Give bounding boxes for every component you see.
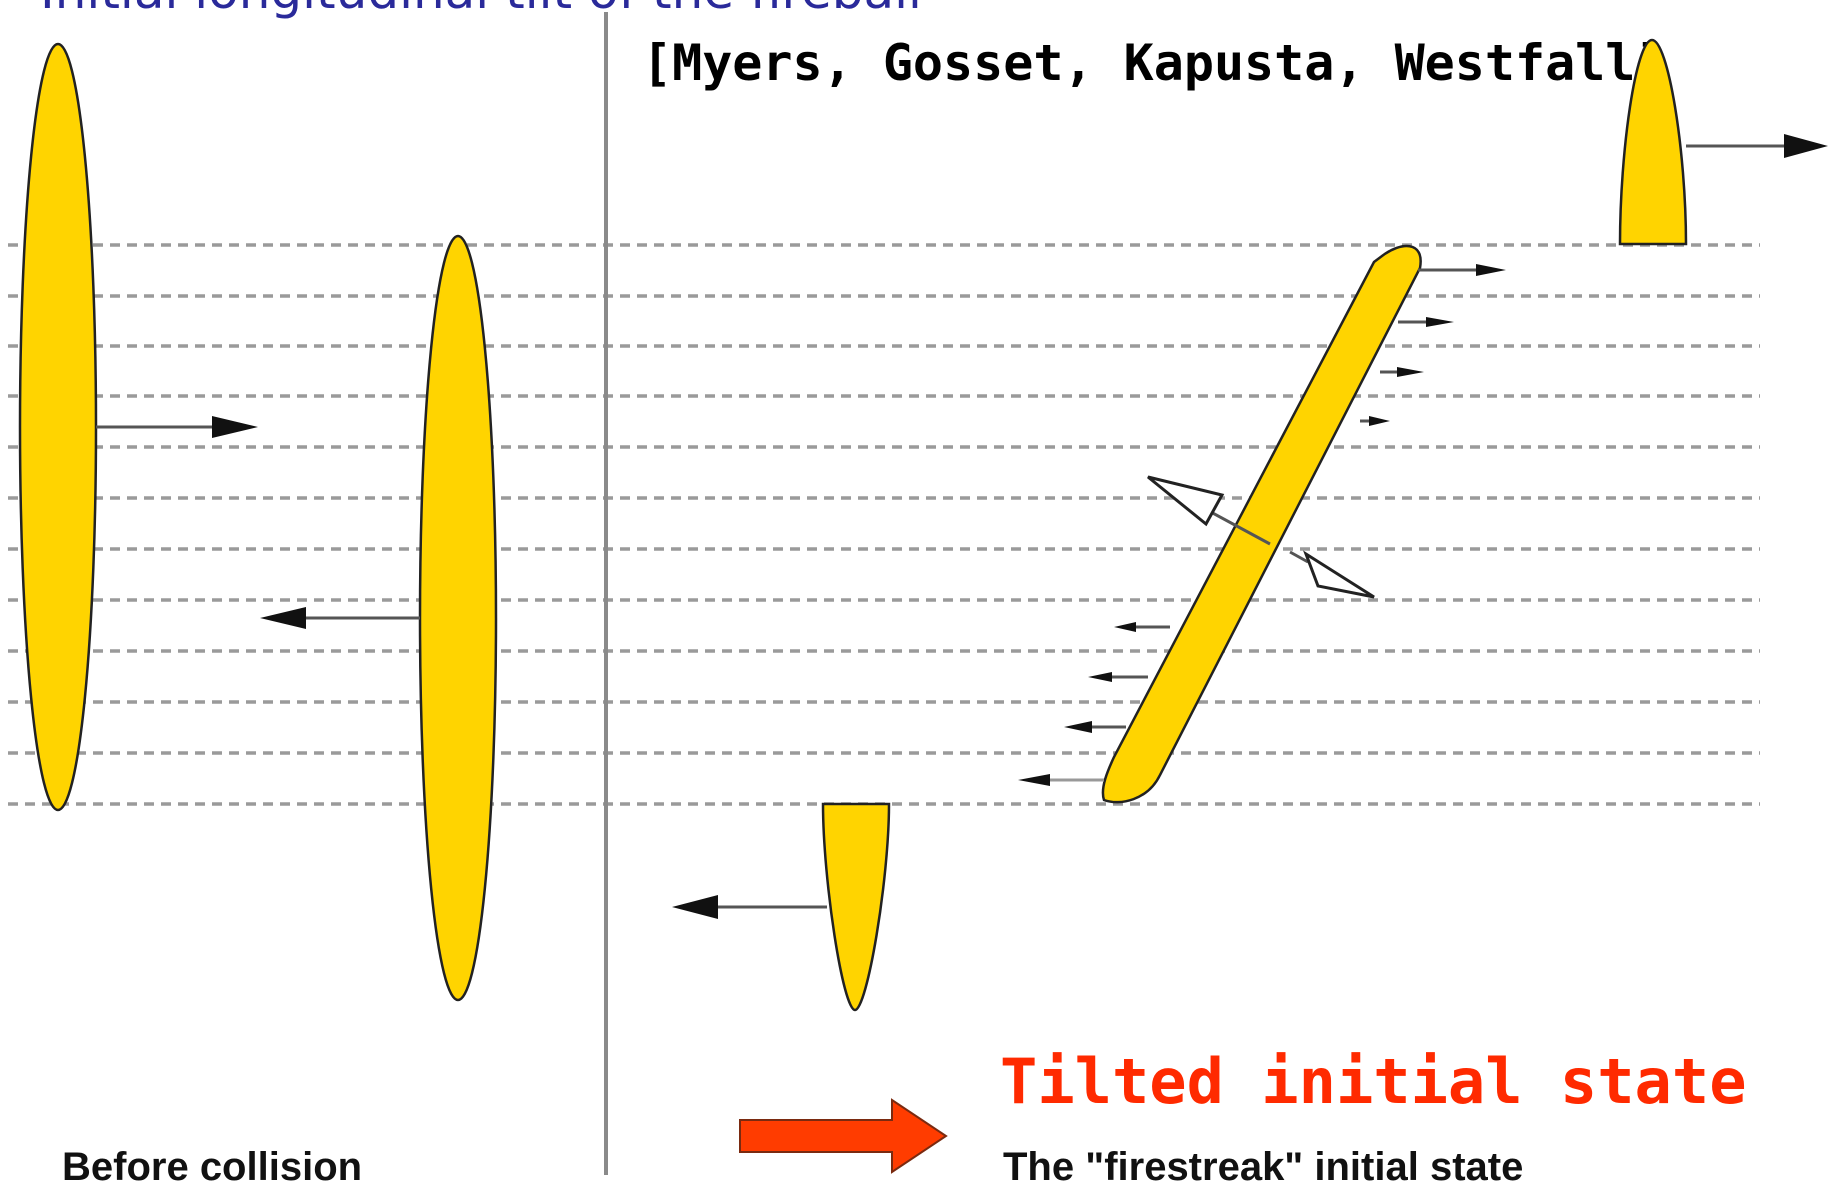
pressure-gradient-arrows [1147, 475, 1375, 599]
cut-off-title: Initial longitudinal tilt of the firebal… [40, 0, 922, 20]
local-flow-arrows-right [1360, 264, 1506, 426]
right-velocity-arrow [96, 416, 258, 438]
tilted-fireball [1101, 244, 1422, 804]
right-panel: [Myers, Gosset, Kapusta, Westfall] [642, 34, 1828, 1174]
left-velocity-arrow [260, 607, 420, 629]
right-nucleus [418, 234, 498, 1002]
citation: [Myers, Gosset, Kapusta, Westfall] [642, 34, 1666, 92]
firestreak-caption: The "firestreak" initial state [1003, 1145, 1523, 1189]
before-collision-caption: Before collision [62, 1145, 362, 1189]
local-flow-arrows-left [1018, 622, 1170, 786]
lower-spectator-arrow [672, 895, 827, 919]
upper-spectator-arrow [1686, 134, 1828, 158]
right-arrow-icon [739, 1098, 948, 1174]
left-nucleus [18, 42, 98, 812]
lower-spectator-fragment [821, 802, 891, 1012]
left-panel [18, 42, 498, 1002]
tilted-initial-state-title: Tilted initial state [1000, 1045, 1747, 1118]
upper-spectator-fragment [1618, 38, 1688, 246]
gridlines [8, 243, 1760, 806]
